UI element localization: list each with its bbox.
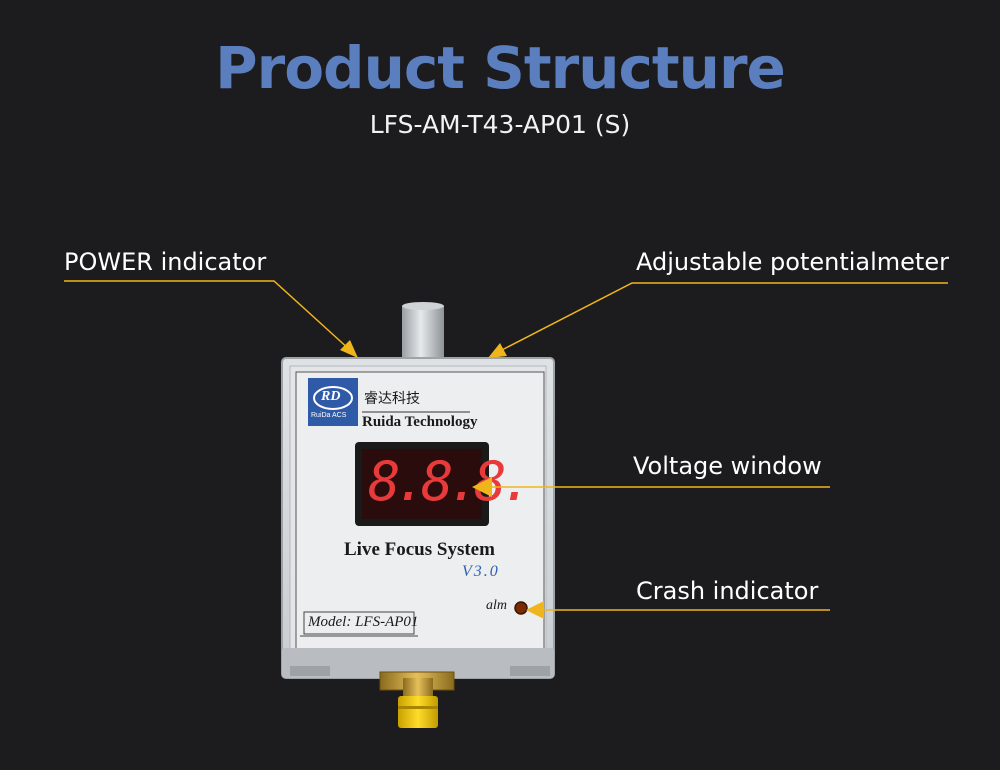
system-name: Live Focus System [344,539,495,560]
version-label: V3.0 [462,563,500,580]
callout-voltage-window: Voltage window [633,452,822,480]
callout-power-indicator: POWER indicator [64,248,267,276]
page-title: Product Structure [215,34,786,102]
arrowhead-potentiometer [488,343,507,358]
voltage-display [355,442,489,526]
brand-chinese: 睿达科技 [364,391,420,407]
crash-indicator-led [514,601,528,615]
leader-power [64,280,351,351]
callout-potentiometer: Adjustable potentialmeter [636,248,949,276]
model-label: Model: LFS-AP01 [308,614,419,630]
alarm-label: alm [486,598,507,613]
ruida-logo [308,378,358,426]
brand-english: Ruida Technology [362,414,478,430]
potentiometer-shaft [402,302,444,362]
arrowhead-voltage [472,477,492,497]
callout-crash-indicator: Crash indicator [636,577,819,605]
logo-mark: RD [321,389,341,404]
logo-caption: RuiDa ACS [311,412,347,419]
arrowhead-power [340,340,358,358]
leader-potentiometer [497,282,948,353]
display-reading: 8.8.8. [368,450,533,513]
model-subtitle: LFS-AM-T43-AP01 (S) [369,110,631,139]
sma-connector [379,671,455,728]
arrowhead-crash [526,601,544,619]
